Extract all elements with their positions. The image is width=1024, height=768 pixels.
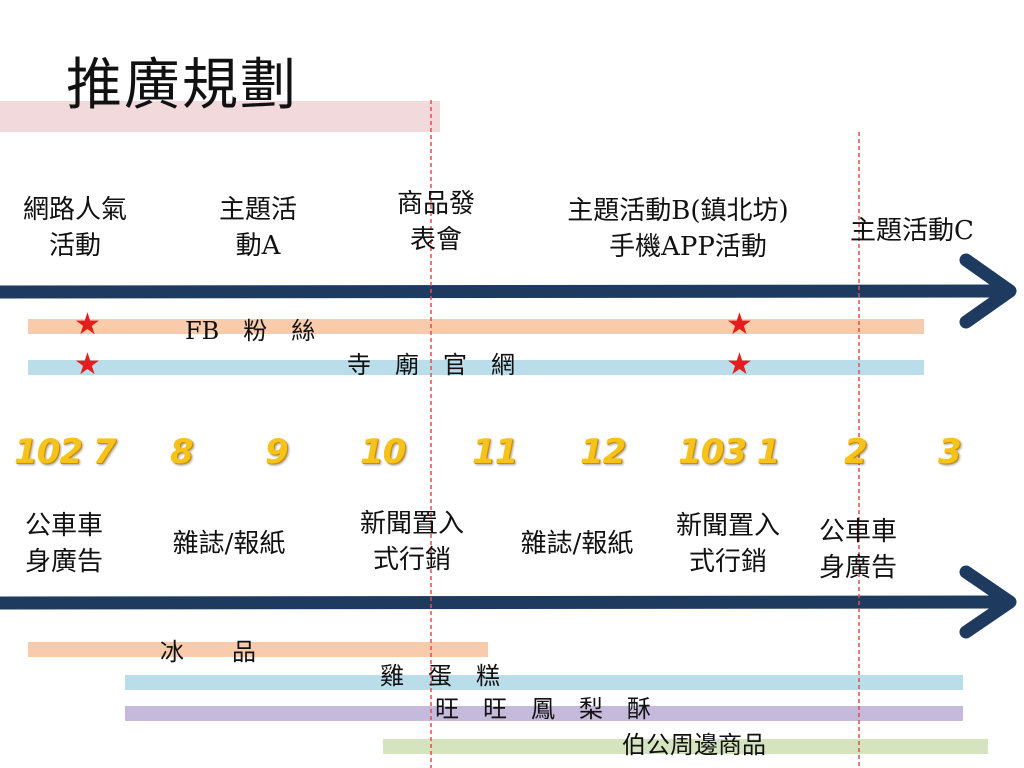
- event-online-popularity: 網路人氣 活動: [4, 192, 146, 264]
- event-line: 主題活: [218, 195, 297, 225]
- ice-products-label: 冰 品: [160, 638, 256, 666]
- page-title: 推廣規劃: [66, 53, 298, 118]
- event-line: 新聞置入: [675, 511, 780, 541]
- fb-fans-bar: [28, 319, 924, 334]
- egg-cake-label: 雞 蛋 糕: [380, 662, 500, 690]
- event-line: 公車車: [818, 517, 897, 547]
- event-line: 公車車: [24, 511, 103, 541]
- star-icon: ★: [726, 347, 753, 382]
- event-theme-b: 主題活動B(鎮北坊) 手機APP活動: [528, 193, 828, 265]
- event-bus-ad: 公車車 身廣告: [798, 514, 918, 586]
- event-line: 活動: [48, 231, 101, 261]
- event-line: 網路人氣: [22, 195, 127, 225]
- star-icon: ★: [74, 347, 101, 382]
- month-label: 8: [170, 432, 194, 472]
- top-timeline-arrow-shaft: [0, 284, 1006, 299]
- event-news-placement: 新聞置入 式行銷: [338, 506, 486, 578]
- event-line: 式行銷: [372, 545, 451, 575]
- month-label: 103 1: [678, 432, 780, 472]
- month-label: 10: [360, 432, 406, 472]
- event-line: 手機APP活動: [609, 232, 767, 262]
- title-band: [0, 101, 440, 132]
- fb-fans-label: FB 粉 絲: [185, 317, 316, 345]
- month-label: 11: [472, 432, 518, 472]
- bottom-timeline-arrow-shaft: [0, 595, 1006, 610]
- ice-products-bar: [28, 642, 488, 657]
- event-magazine: 雜誌/報紙: [492, 526, 662, 562]
- event-theme-c: 主題活動C: [832, 213, 992, 249]
- month-label: 2: [844, 432, 868, 472]
- event-product-launch: 商品發 表會: [376, 186, 496, 258]
- event-line: 商品發: [396, 189, 475, 219]
- month-label: 3: [938, 432, 962, 472]
- temple-website-bar: [28, 360, 924, 375]
- event-line: 主題活動C: [850, 216, 974, 246]
- event-line: 身廣告: [818, 553, 897, 583]
- star-icon: ★: [74, 307, 101, 342]
- event-line: 雜誌/報紙: [172, 529, 286, 559]
- top-timeline-arrow-head: [959, 253, 1017, 329]
- event-theme-a: 主題活 動A: [198, 192, 318, 264]
- month-label: 12: [580, 432, 626, 472]
- event-line: 身廣告: [24, 547, 103, 577]
- pineapple-cake-bar: [125, 706, 963, 721]
- egg-cake-bar: [125, 675, 963, 690]
- temple-website-label: 寺 廟 官 網: [347, 351, 515, 379]
- event-news-placement: 新聞置入 式行銷: [654, 508, 802, 580]
- event-line: 雜誌/報紙: [520, 529, 634, 559]
- event-line: 新聞置入: [359, 509, 464, 539]
- month-label: 102 7: [14, 432, 116, 472]
- pineapple-cake-label: 旺 旺 鳳 梨 酥: [435, 695, 651, 723]
- event-line: 動A: [235, 231, 281, 261]
- event-line: 表會: [409, 225, 462, 255]
- bogong-merch-bar: [383, 739, 988, 754]
- bogong-merch-label: 伯公周邊商品: [622, 731, 766, 759]
- event-magazine: 雜誌/報紙: [144, 526, 314, 562]
- bottom-timeline-arrow-head: [959, 565, 1017, 639]
- star-icon: ★: [726, 307, 753, 342]
- event-line: 主題活動B(鎮北坊): [567, 196, 789, 226]
- month-label: 9: [265, 432, 289, 472]
- event-bus-ad: 公車車 身廣告: [4, 508, 124, 580]
- event-line: 式行銷: [688, 547, 767, 577]
